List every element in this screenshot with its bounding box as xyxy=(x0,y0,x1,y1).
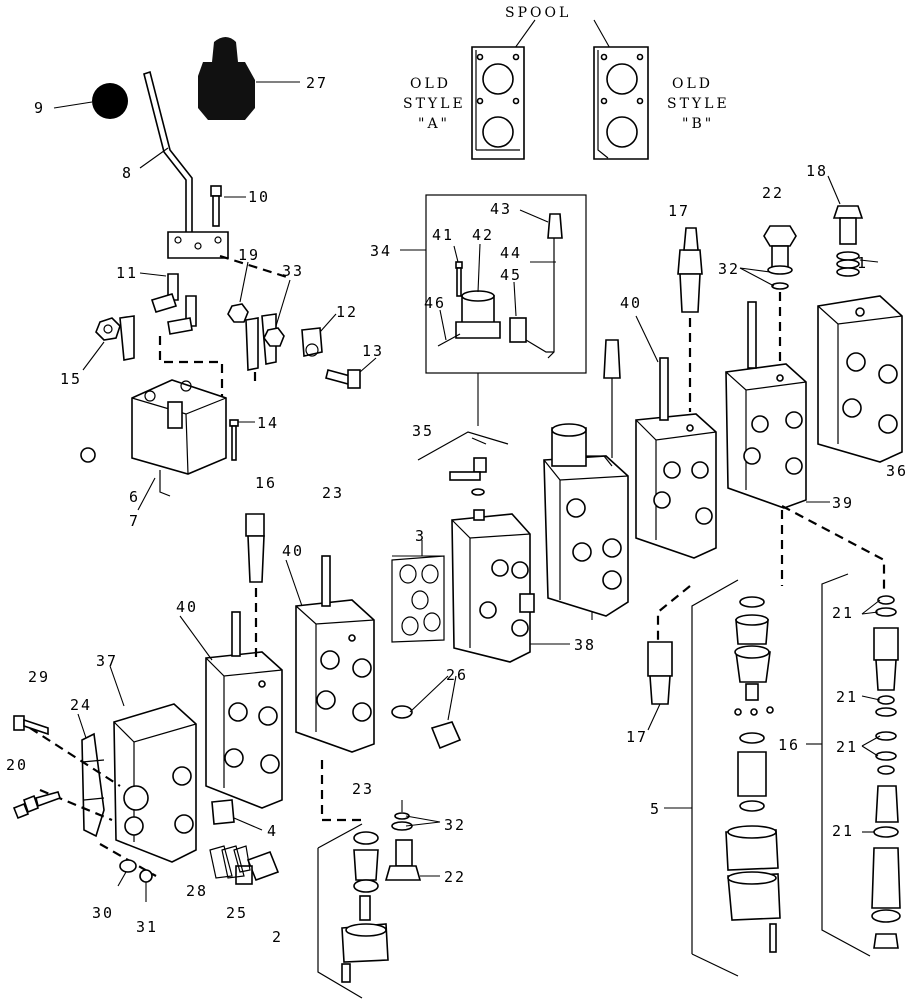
relief-valve-16-left xyxy=(245,513,265,662)
valve-section-37 xyxy=(109,665,197,863)
callout-23-bottom: 23 xyxy=(352,780,374,798)
callout-16-right: 16 xyxy=(778,736,800,754)
relief-valve-17-bottom xyxy=(647,585,691,731)
control-lever xyxy=(139,70,229,259)
callout-42: 42 xyxy=(472,226,494,244)
callout-13: 13 xyxy=(362,342,384,360)
bolts-20-29 xyxy=(12,715,62,820)
callout-26: 26 xyxy=(446,666,468,684)
callout-labels: 1 2 3 4 5 6 7 8 9 10 11 12 13 14 15 16 1… xyxy=(6,74,908,946)
callout-28: 28 xyxy=(186,882,208,900)
callout-23-top: 23 xyxy=(322,484,344,502)
assembly-2 xyxy=(317,760,389,999)
valve-section-39 xyxy=(725,301,830,509)
callout-40-mid: 40 xyxy=(282,542,304,560)
callout-12: 12 xyxy=(336,303,358,321)
valve-section-solenoid xyxy=(543,339,629,620)
spool-plate-a xyxy=(471,46,525,160)
valve-section-38 xyxy=(451,509,570,663)
old-style-a-line3: "A" xyxy=(418,116,450,132)
callout-44: 44 xyxy=(500,244,522,262)
callout-38: 38 xyxy=(574,636,596,654)
assembly-5 xyxy=(664,505,886,977)
callout-17-top: 17 xyxy=(668,202,690,220)
callout-4: 4 xyxy=(267,822,278,840)
old-style-a-line1: OLD xyxy=(410,76,451,92)
callout-9: 9 xyxy=(34,99,45,117)
spool-old-style-inset: SPOOL OLD STYLE "A" OLD STYL xyxy=(403,5,730,160)
callout-22-top: 22 xyxy=(762,184,784,202)
callout-17-bottom: 17 xyxy=(626,728,648,746)
callout-15: 15 xyxy=(60,370,82,388)
callout-21-a: 21 xyxy=(832,604,854,622)
valve-section-40-left xyxy=(179,611,283,809)
callout-29: 29 xyxy=(28,668,50,686)
callout-37: 37 xyxy=(96,652,118,670)
callout-7: 7 xyxy=(129,512,140,530)
callout-46: 46 xyxy=(424,294,446,312)
linkage-parts xyxy=(82,261,377,389)
callout-32-top: 32 xyxy=(718,260,740,278)
lever-boot xyxy=(198,37,300,120)
callout-36: 36 xyxy=(886,462,908,480)
callout-8: 8 xyxy=(122,164,133,182)
bolt-22-top xyxy=(739,225,797,366)
assembly-16 xyxy=(806,573,901,957)
old-style-a-line2: STYLE xyxy=(403,96,466,112)
callout-22-bottom: 22 xyxy=(444,868,466,886)
callout-32-bottom: 32 xyxy=(444,816,466,834)
valve-section-40-top xyxy=(635,315,717,559)
callout-19: 19 xyxy=(238,246,260,264)
fittings-lower-left xyxy=(209,675,462,885)
callout-21-d: 21 xyxy=(832,822,854,840)
valve-section-40-mid xyxy=(285,555,375,753)
callout-35: 35 xyxy=(412,422,434,440)
bolt-22-bottom xyxy=(384,800,441,881)
old-style-b-line3: "B" xyxy=(682,116,714,132)
old-style-b-line2: STYLE xyxy=(667,96,730,112)
callout-18: 18 xyxy=(806,162,828,180)
knob-ball xyxy=(53,83,128,119)
callout-33: 33 xyxy=(282,262,304,280)
callout-45: 45 xyxy=(500,266,522,284)
callout-31: 31 xyxy=(136,918,158,936)
callout-30: 30 xyxy=(92,904,114,922)
bolt-10 xyxy=(210,185,246,227)
callout-21-b: 21 xyxy=(836,688,858,706)
spool-caption: SPOOL xyxy=(505,5,571,21)
gasket-3 xyxy=(391,540,445,643)
solenoid-kit-inset xyxy=(400,194,587,426)
callout-10: 10 xyxy=(248,188,270,206)
valve-section-36 xyxy=(817,295,903,463)
callout-11: 11 xyxy=(116,264,138,282)
plug-18 xyxy=(827,175,879,277)
callout-6: 6 xyxy=(129,488,140,506)
callout-41: 41 xyxy=(432,226,454,244)
callout-27: 27 xyxy=(306,74,328,92)
callout-40-left: 40 xyxy=(176,598,198,616)
callout-34: 34 xyxy=(370,242,392,260)
linkage-35 xyxy=(417,431,509,496)
callout-16-left: 16 xyxy=(255,474,277,492)
callout-43: 43 xyxy=(490,200,512,218)
callout-24: 24 xyxy=(70,696,92,714)
callout-40-top: 40 xyxy=(620,294,642,312)
callout-21-c: 21 xyxy=(836,738,858,756)
relief-valve-17-top xyxy=(677,227,703,412)
spool-plate-b xyxy=(593,46,649,160)
callout-14: 14 xyxy=(257,414,279,432)
callout-3: 3 xyxy=(415,527,426,545)
old-style-b-line1: OLD xyxy=(672,76,713,92)
callout-25: 25 xyxy=(226,904,248,922)
mounting-bracket xyxy=(80,379,255,511)
linkage-dash-lines xyxy=(158,254,291,398)
callout-2: 2 xyxy=(272,928,283,946)
washers-30-31 xyxy=(117,859,153,902)
callout-1: 1 xyxy=(857,254,868,272)
callout-39: 39 xyxy=(832,494,854,512)
callout-20: 20 xyxy=(6,756,28,774)
callout-5: 5 xyxy=(650,800,661,818)
